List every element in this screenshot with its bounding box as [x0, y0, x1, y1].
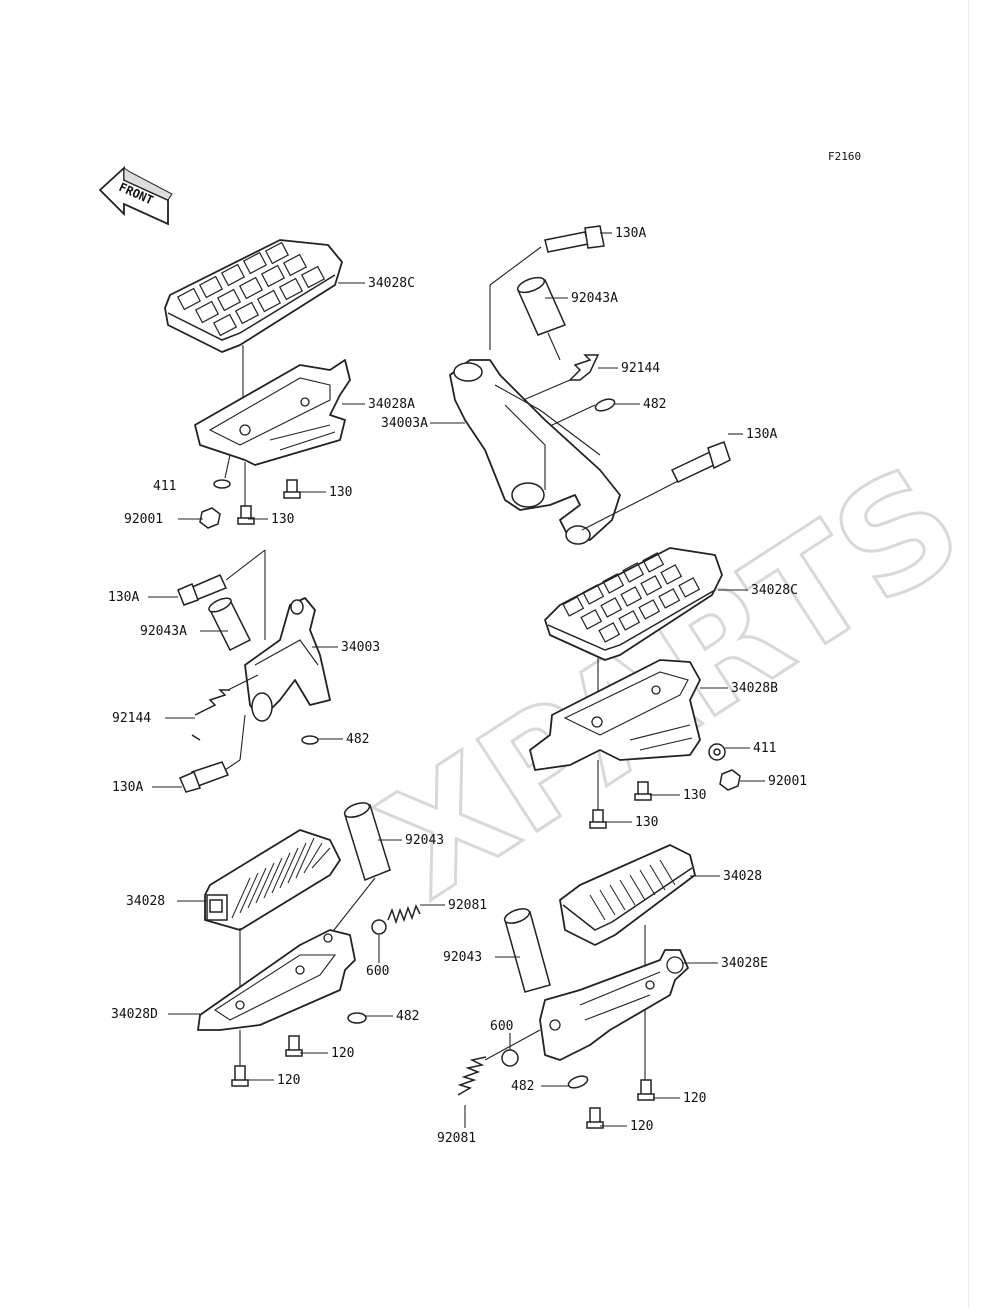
bolt-130a-right-mid: [670, 441, 731, 483]
callout-130-left-b: 130: [271, 512, 294, 527]
pin-482-top-right: [594, 398, 616, 412]
collar-92043a-top-right: [516, 276, 567, 336]
footpeg-holder-34028e: [539, 949, 689, 1061]
callout-411-right: 411: [753, 741, 776, 756]
callout-92001-right: 92001: [768, 774, 807, 789]
callout-120-bottom-right-b: 120: [630, 1119, 653, 1134]
nut-92001-right: [719, 769, 741, 791]
spring-92081-bottom-right: [457, 1056, 487, 1096]
callout-92081-bottom-right: 92081: [437, 1131, 476, 1146]
callout-34003: 34003: [341, 640, 380, 655]
callout-92043-bottom-right: 92043: [443, 950, 482, 965]
spring-92144-mid-left: [191, 689, 230, 741]
callout-411-left: 411: [153, 479, 176, 494]
clip-411-left: [213, 479, 231, 489]
callout-34028d: 34028D: [111, 1007, 158, 1022]
callout-120-bottom-right-a: 120: [683, 1091, 706, 1106]
footpeg-rubber-34028c-right: [544, 547, 723, 661]
callout-130-right-a: 130: [683, 788, 706, 803]
callout-92043a-top-right: 92043A: [571, 291, 618, 306]
bolt-130-right-b: [589, 809, 607, 829]
pin-482-bottom-right: [567, 1075, 589, 1089]
bolt-120-bottom-left-a: [285, 1035, 303, 1057]
footpeg-rubber-34028c-left: [164, 239, 343, 353]
bolt-120-bottom-left-b: [231, 1065, 249, 1087]
ball-600-bottom-left: [371, 919, 387, 935]
callout-34003a: 34003A: [381, 416, 428, 431]
callout-130a-mid-left-top: 130A: [108, 590, 139, 605]
footpeg-holder-34028b: [529, 659, 701, 771]
bolt-130-left-b: [237, 505, 255, 525]
footpeg-rubber-34028-left: [204, 829, 341, 931]
callout-92001-left: 92001: [124, 512, 163, 527]
bolt-130a-top-right: [544, 225, 605, 253]
callout-482-bottom-left: 482: [396, 1009, 419, 1024]
footpeg-holder-34028d: [197, 929, 356, 1031]
callout-92081-bottom-left: 92081: [448, 898, 487, 913]
bolt-120-bottom-right-b: [586, 1107, 604, 1129]
front-arrow-icon: FRONT: [98, 165, 173, 226]
spring-92144-top-right: [568, 354, 600, 381]
bolt-130-right-a: [634, 781, 652, 801]
callout-34028b: 34028B: [731, 681, 778, 696]
callout-34028a: 34028A: [368, 397, 415, 412]
callout-130-right-b: 130: [635, 815, 658, 830]
bolt-130-left-a: [283, 479, 301, 499]
callout-130a-mid-left-bottom: 130A: [112, 780, 143, 795]
callout-482-mid-left: 482: [346, 732, 369, 747]
callout-92144-mid-left: 92144: [112, 711, 151, 726]
bolt-130a-mid-left-top: [177, 574, 228, 606]
callout-120-bottom-left-a: 120: [331, 1046, 354, 1061]
diagram-code: F2160: [828, 150, 861, 163]
callout-92144-top-right: 92144: [621, 361, 660, 376]
pin-482-bottom-left: [347, 1012, 367, 1024]
footpeg-holder-34028a: [194, 359, 351, 466]
callout-92043a-mid-left: 92043A: [140, 624, 187, 639]
callout-482-top-right: 482: [643, 397, 666, 412]
callout-130-left-a: 130: [329, 485, 352, 500]
callout-600-bottom-left: 600: [366, 964, 389, 979]
callout-34028-right: 34028: [723, 869, 762, 884]
footpeg-rubber-34028-right: [559, 844, 696, 946]
callout-482-bottom-right: 482: [511, 1079, 534, 1094]
callout-600-bottom-right: 600: [490, 1019, 513, 1034]
callout-120-bottom-left-b: 120: [277, 1073, 300, 1088]
callout-130a-top-right: 130A: [615, 226, 646, 241]
callout-34028e: 34028E: [721, 956, 768, 971]
collar-92043-bottom-left: [343, 802, 391, 881]
collar-92043-bottom-right: [503, 908, 551, 993]
step-bracket-34003: [244, 597, 331, 722]
page-edge-line: [968, 0, 969, 1308]
nut-92001-left: [199, 507, 221, 529]
callout-34028c-top-left: 34028C: [368, 276, 415, 291]
collar-92043a-mid-left: [208, 597, 252, 652]
bolt-130a-mid-left-bottom: [179, 761, 230, 793]
callout-34028-left: 34028: [126, 894, 165, 909]
ball-600-bottom-right: [501, 1049, 519, 1067]
spring-92081-bottom-left: [387, 904, 421, 925]
callout-130a-right-mid: 130A: [746, 427, 777, 442]
callout-34028c-right: 34028C: [751, 583, 798, 598]
bolt-120-bottom-right-a: [637, 1079, 655, 1101]
clip-411-right: [708, 743, 726, 761]
callout-92043-bottom-left: 92043: [405, 833, 444, 848]
pin-482-mid-left: [301, 735, 319, 745]
step-bracket-34003a: [449, 359, 621, 545]
